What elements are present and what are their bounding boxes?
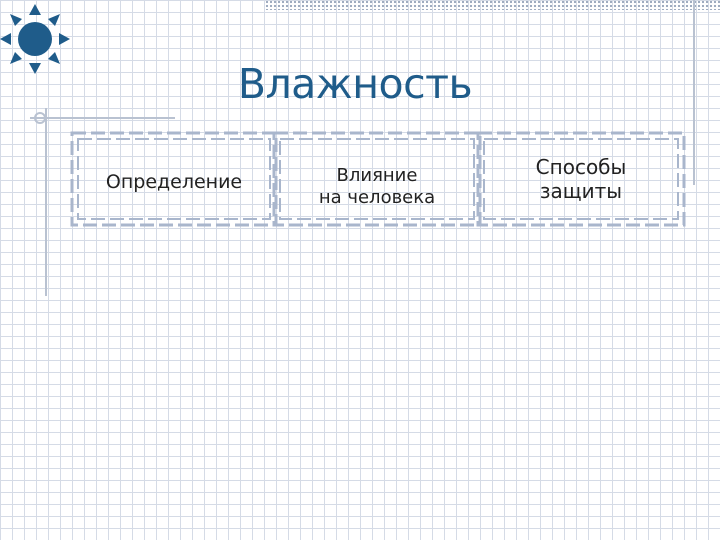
box-label: Влияние на человека (318, 165, 436, 208)
box-label: Определение (105, 171, 243, 194)
sun-icon (0, 4, 70, 74)
dashed-frame (70, 131, 278, 227)
dashed-frame (272, 131, 482, 227)
left-vertical-line (45, 108, 47, 296)
left-horizontal-line (30, 117, 175, 119)
crosshair-circle (34, 112, 46, 124)
box-protection: Способы защиты (474, 130, 688, 228)
box-label: Способы защиты (535, 154, 627, 203)
box-definition: Определение (68, 130, 280, 228)
slide-title: Влажность (237, 60, 473, 108)
right-vertical-line (693, 0, 695, 185)
dashed-frame (476, 131, 686, 227)
top-dotted-bar (265, 0, 720, 10)
box-impact: Влияние на человека (270, 130, 484, 228)
